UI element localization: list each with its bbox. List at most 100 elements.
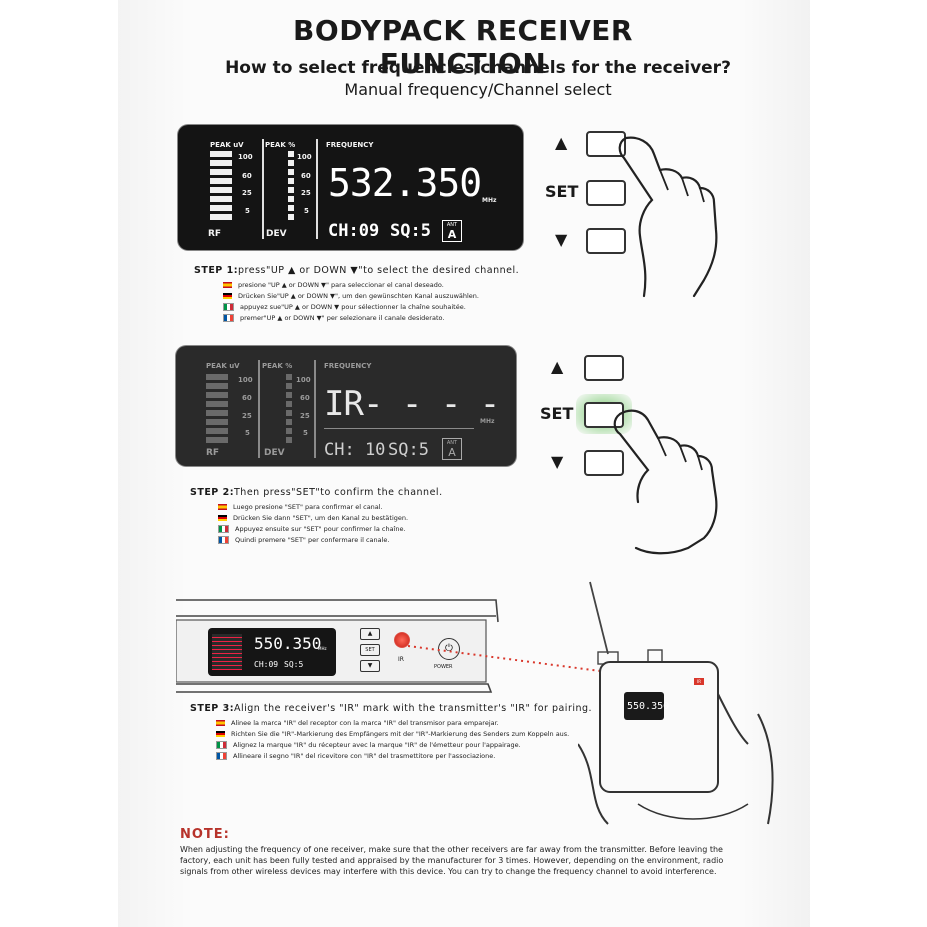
- scale-25: 25: [242, 412, 252, 420]
- spain-flag-icon: [218, 504, 227, 510]
- transmitter-up-button[interactable]: ▲: [360, 628, 380, 640]
- mhz-unit: MHz: [480, 418, 495, 425]
- scale-100: 100: [238, 153, 253, 161]
- translation-it: premer"UP ▲ or DOWN ▼" per selezionare i…: [240, 314, 445, 322]
- bodypack-ir-mark: IR: [694, 678, 704, 685]
- transmitter-meters: [212, 634, 242, 670]
- translation-es: presione "UP ▲ or DOWN ▼" para seleccion…: [238, 281, 444, 289]
- set-label: SET: [545, 182, 579, 201]
- bodypack-in-hand-icon: [578, 581, 774, 825]
- translation-es: Luego presione "SET" para confirmar el c…: [233, 503, 383, 511]
- channel-readout: CH: 10: [324, 440, 386, 460]
- mhz-unit: MHz: [482, 197, 497, 204]
- squelch-readout: SQ:5: [390, 221, 431, 241]
- translation-it: Allineare il segno "IR" del ricevitore c…: [233, 752, 496, 760]
- spain-flag-icon: [216, 720, 225, 726]
- scale-100: 100: [238, 376, 253, 384]
- pressing-hand-icon: [618, 136, 718, 298]
- ant-value: A: [448, 446, 456, 459]
- translation-fr: Appuyez ensuite sur "SET" pour confirmer…: [235, 525, 406, 533]
- ant-label: ANT: [446, 440, 458, 446]
- dev-scale-100: 100: [296, 376, 311, 384]
- page-title: BODYPACK RECEIVER FUNCTION: [293, 14, 633, 80]
- germany-flag-icon: [223, 293, 232, 299]
- step1-text: press"UP ▲ or DOWN ▼"to select the desir…: [238, 265, 520, 276]
- pressing-hand-icon: [613, 409, 718, 555]
- step2-instruction: STEP 2:Then press"SET"to confirm the cha…: [190, 487, 443, 498]
- bodypack-frequency: 550.350: [627, 701, 670, 712]
- peak-percent-label: PEAK %: [265, 141, 296, 149]
- translation-es: Alinee la marca "IR" del receptor con la…: [231, 719, 499, 727]
- divider: [316, 139, 318, 239]
- set-label: SET: [540, 404, 574, 423]
- step1-label: STEP 1:: [194, 265, 238, 276]
- translation-de: Richten Sie die "IR"-Markierung des Empf…: [231, 730, 570, 738]
- frequency-value: 532.350: [328, 161, 482, 205]
- set-button[interactable]: [586, 180, 626, 206]
- divider: [258, 360, 260, 458]
- scale-5: 5: [245, 207, 250, 215]
- transmitter-unit: 550.350 MHz CH:09 SQ:5 ▲ SET ▼ IR ⏻ POWE…: [176, 592, 506, 697]
- rf-label: RF: [206, 448, 220, 458]
- scale-25: 25: [242, 189, 252, 197]
- antenna-indicator: ANT A: [442, 438, 462, 460]
- peak-uv-label: PEAK uV: [206, 362, 240, 370]
- frequency-label: FREQUENCY: [324, 362, 372, 370]
- translation-de: Drücken Sie"UP ▲ or DOWN ▼", um den gewü…: [238, 292, 479, 300]
- transmitter-mhz: MHz: [318, 646, 327, 651]
- page-subtitle-secondary: Manual frequency/Channel select: [344, 80, 612, 99]
- italy-flag-icon: [218, 525, 229, 533]
- up-arrow-icon: ▲: [551, 357, 564, 376]
- translation-fr: appuyez sue"UP ▲ or DOWN ▼ pour sélectio…: [240, 303, 466, 311]
- note-title: NOTE:: [180, 827, 230, 842]
- step3-translations: Alinee la marca "IR" del receptor con la…: [216, 718, 569, 762]
- translation-de: Drücken Sie dann "SET", um den Kanal zu …: [233, 514, 409, 522]
- divider: [324, 428, 474, 429]
- ant-value: A: [447, 228, 457, 241]
- ant-label: ANT: [446, 222, 458, 228]
- power-label: POWER: [434, 664, 453, 670]
- peak-uv-label: PEAK uV: [210, 141, 244, 149]
- dev-scale-25: 25: [301, 189, 311, 197]
- down-button[interactable]: [586, 228, 626, 254]
- up-arrow-icon: ▲: [555, 133, 568, 152]
- dev-scale-60: 60: [300, 394, 310, 402]
- dev-meter: [288, 151, 294, 223]
- dev-scale-25: 25: [300, 412, 310, 420]
- rf-meter-right: [228, 151, 232, 223]
- page-subtitle: How to select frequencies/channels for t…: [225, 58, 731, 78]
- scale-5: 5: [245, 429, 250, 437]
- manual-page: BODYPACK RECEIVER FUNCTION How to select…: [118, 0, 810, 927]
- channel-readout: CH:09: [328, 221, 380, 241]
- scale-60: 60: [242, 172, 252, 180]
- germany-flag-icon: [216, 731, 225, 737]
- rf-meter: [206, 374, 228, 446]
- ir-beam: [408, 645, 701, 685]
- transmitter-ir-port: [394, 632, 410, 648]
- lcd-display-step2: PEAK uV PEAK % FREQUENCY 100 60 25 5 100…: [176, 346, 516, 466]
- transmitter-lcd: 550.350 MHz CH:09 SQ:5: [208, 628, 336, 676]
- scale-60: 60: [242, 394, 252, 402]
- peak-percent-label: PEAK %: [262, 362, 293, 370]
- step3-label: STEP 3:: [190, 703, 234, 714]
- note-text: When adjusting the frequency of one rece…: [180, 845, 724, 876]
- step3-text: Align the receiver's "IR" mark with the …: [234, 703, 593, 714]
- divider: [314, 360, 316, 458]
- germany-flag-icon: [218, 515, 227, 521]
- dev-scale-5: 5: [303, 429, 308, 437]
- translation-it: Quindi premere "SET" per confermare il c…: [235, 536, 390, 544]
- step1-instruction: STEP 1:press"UP ▲ or DOWN ▼"to select th…: [194, 265, 519, 276]
- dev-scale-5: 5: [304, 207, 309, 215]
- squelch-readout: SQ:5: [388, 440, 429, 460]
- transmitter-down-button[interactable]: ▼: [360, 660, 380, 672]
- up-button[interactable]: [584, 355, 624, 381]
- italy-flag-icon: [223, 303, 234, 311]
- translation-fr: Alignez la marque "IR" du récepteur avec…: [233, 741, 521, 749]
- step1-translations: presione "UP ▲ or DOWN ▼" para seleccion…: [223, 280, 479, 324]
- transmitter-set-button[interactable]: SET: [360, 644, 380, 656]
- transmitter-ir-label: IR: [398, 656, 404, 663]
- down-button[interactable]: [584, 450, 624, 476]
- france-flag-icon: [216, 752, 227, 760]
- down-arrow-icon: ▼: [551, 452, 564, 471]
- rf-meter: [210, 151, 228, 223]
